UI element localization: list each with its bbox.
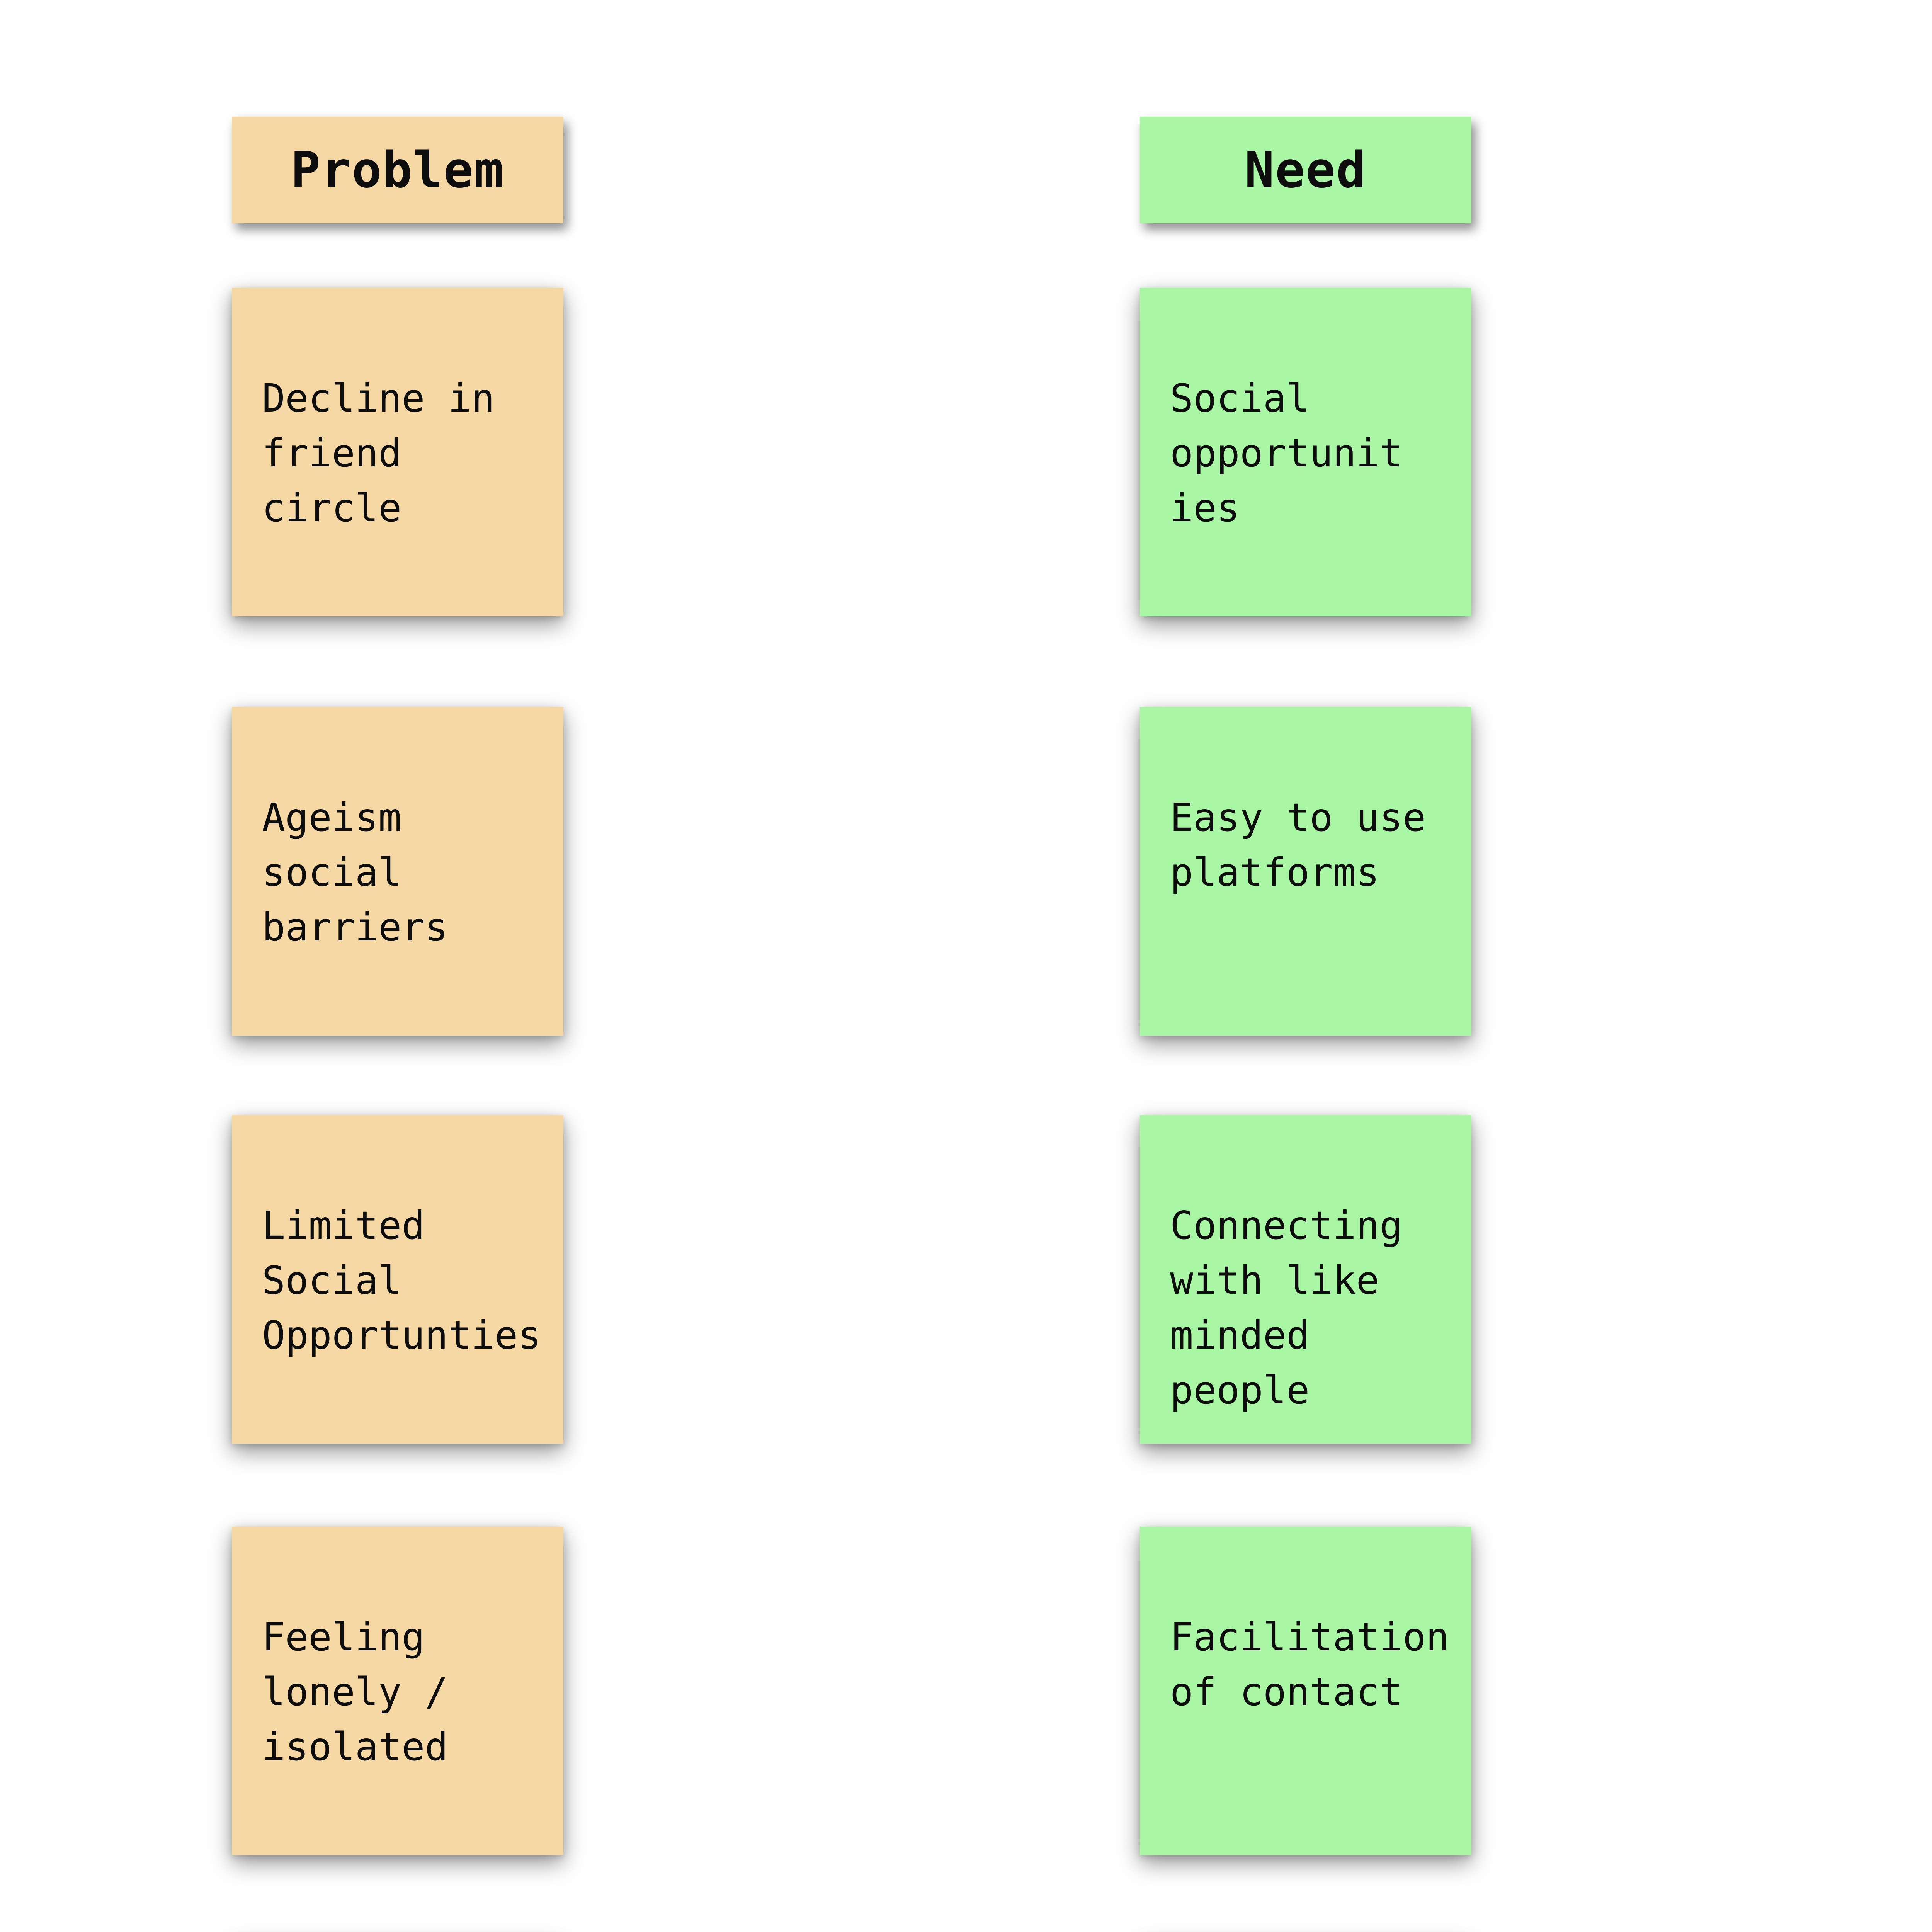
sticky-note-problem-3[interactable]: Limited Social Opportunties	[232, 1115, 563, 1444]
column-header-problem[interactable]: Problem	[232, 117, 563, 223]
sticky-note-need-1[interactable]: Social opportunit ies	[1140, 288, 1471, 616]
sticky-note-problem-4[interactable]: Feeling lonely / isolated	[232, 1527, 563, 1855]
sticky-note-need-2[interactable]: Easy to use platforms	[1140, 707, 1471, 1036]
sticky-note-problem-1[interactable]: Decline in friend circle	[232, 288, 563, 616]
column-header-need[interactable]: Need	[1140, 117, 1471, 223]
sticky-note-problem-2[interactable]: Ageism social barriers	[232, 707, 563, 1036]
sticky-note-need-4[interactable]: Facilitation of contact	[1140, 1527, 1471, 1855]
sticky-note-need-3[interactable]: Connecting with like minded people	[1140, 1115, 1471, 1444]
